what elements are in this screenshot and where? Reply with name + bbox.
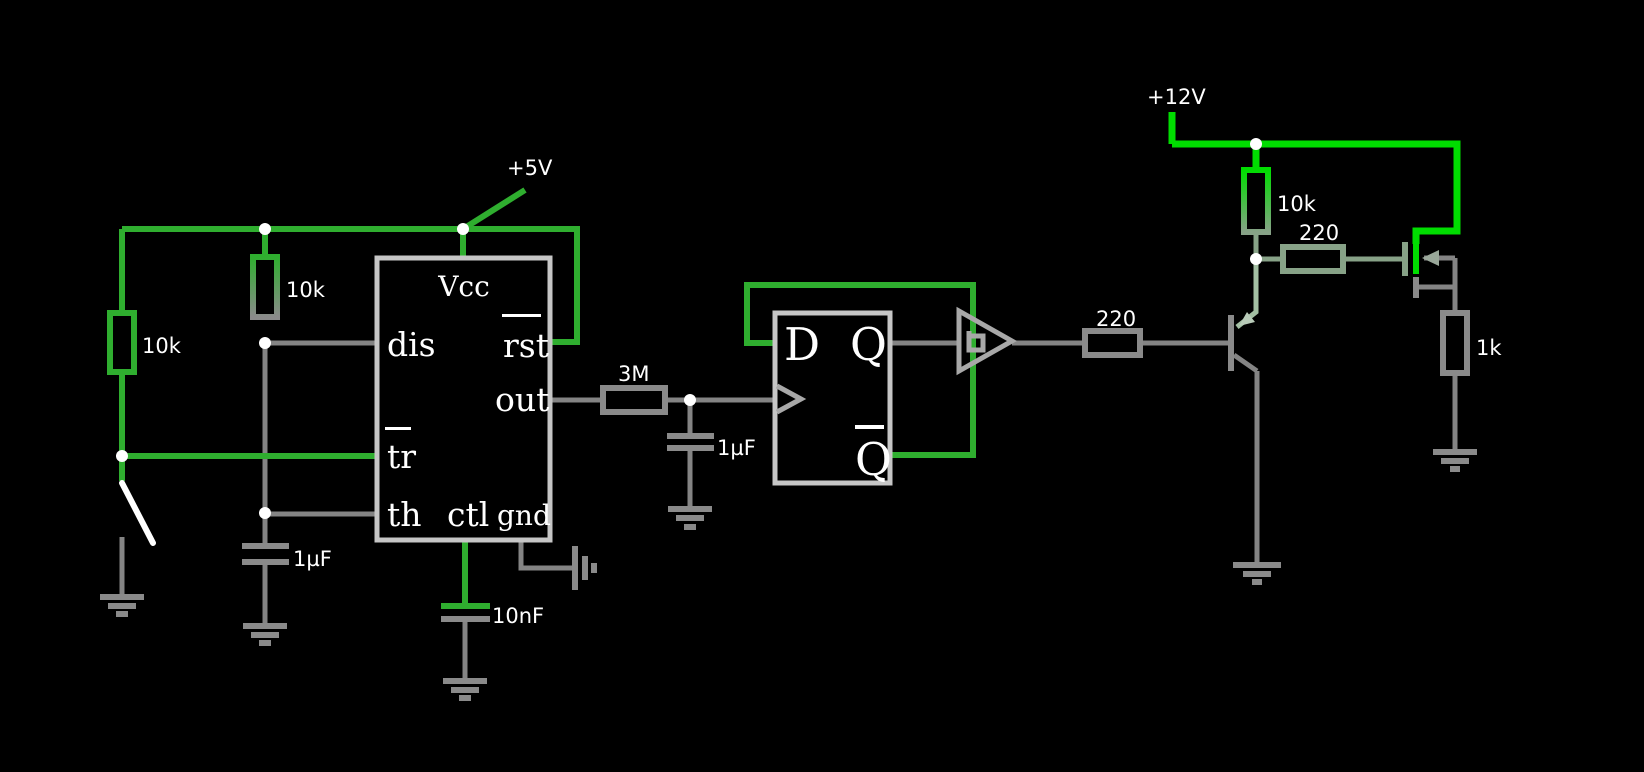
- junction-dot: [457, 223, 469, 235]
- resistor-r2[interactable]: [250, 254, 280, 320]
- pin-label-qbar: Q: [855, 433, 892, 486]
- wire-555-gnd[interactable]: [518, 540, 572, 571]
- wire-collector[interactable]: [1232, 352, 1260, 565]
- timer-555-chip[interactable]: Vcc dis rst out tr th ctl gnd: [374, 255, 553, 543]
- pin-label-q: Q: [850, 318, 887, 371]
- transistor-mosfet[interactable]: [1402, 242, 1439, 298]
- ground-1k[interactable]: [1433, 449, 1477, 472]
- resistor-r6[interactable]: [1280, 244, 1346, 274]
- d-flip-flop[interactable]: D Q Q: [772, 310, 893, 486]
- supply-5v-label: +5V: [507, 156, 553, 180]
- capacitor-c2[interactable]: [667, 433, 714, 451]
- resistor-r4-value: 220: [1096, 307, 1136, 331]
- ground-555-sideways[interactable]: [572, 546, 597, 590]
- resistor-r6-value: 220: [1299, 221, 1339, 245]
- switch-lever[interactable]: [119, 480, 156, 546]
- resistor-r1[interactable]: [107, 310, 137, 375]
- ground-c2[interactable]: [668, 506, 712, 530]
- resistor-r5-value: 10k: [1277, 192, 1317, 216]
- tristate-buffer[interactable]: [956, 306, 1018, 376]
- junction-dot: [116, 450, 128, 462]
- pin-label-rst: rst: [503, 326, 549, 365]
- junction-dot: [259, 223, 271, 235]
- pin-label-vcc: Vcc: [437, 270, 490, 303]
- wire-qbar-feedback[interactable]: [744, 282, 976, 458]
- mosfet-channel-drain: [1413, 277, 1419, 298]
- wire-12v-rail[interactable]: [1168, 112, 1461, 244]
- bjt-base-bar: [1228, 315, 1234, 371]
- supply-12v-label: +12V: [1147, 85, 1206, 109]
- capacitor-c1[interactable]: [242, 543, 289, 565]
- resistor-r1-value: 10k: [142, 334, 182, 358]
- junction-dot: [684, 394, 696, 406]
- capacitor-c3-value: 10nF: [492, 604, 544, 628]
- capacitor-c1-value: 1µF: [293, 547, 332, 571]
- capacitor-c2-value: 1µF: [717, 436, 756, 460]
- pin-label-tr: tr: [387, 437, 416, 476]
- clock-triangle-icon: [775, 383, 807, 415]
- mosfet-gate-bar: [1402, 242, 1408, 276]
- mosfet-arrow-icon: [1422, 250, 1439, 266]
- timer-555-body[interactable]: [374, 255, 553, 543]
- pin-label-th: th: [387, 495, 422, 534]
- junction-dot: [1250, 253, 1262, 265]
- pin-label-dis: dis: [387, 325, 436, 364]
- pin-label-out: out: [495, 380, 549, 419]
- capacitor-c3[interactable]: [441, 603, 490, 622]
- resistor-r7[interactable]: [1440, 310, 1470, 376]
- resistor-r2-value: 10k: [286, 278, 326, 302]
- transistor-bjt[interactable]: [1228, 312, 1255, 371]
- pin-label-d: D: [784, 318, 820, 371]
- wire-mosfet-drain[interactable]: [1419, 255, 1458, 313]
- flip-flop-body[interactable]: [772, 310, 893, 486]
- tr-overbar: [385, 427, 411, 430]
- junction-dot: [1250, 138, 1262, 150]
- pin-label-ctl: ctl: [447, 495, 489, 534]
- wire-5v-rail-and-rst[interactable]: [122, 226, 580, 345]
- ground-c1[interactable]: [243, 623, 287, 646]
- wire-5v-post[interactable]: [461, 187, 527, 232]
- junction-dot: [259, 337, 271, 349]
- bjt-emitter-arrow-icon: [1239, 312, 1255, 326]
- resistor-r5[interactable]: [1241, 167, 1271, 235]
- qbar-overbar: [855, 425, 884, 429]
- ground-c3[interactable]: [443, 678, 487, 701]
- tristate-triangle: [956, 306, 1018, 376]
- junction-dot: [259, 507, 271, 519]
- rst-overbar: [502, 314, 541, 317]
- resistor-r7-value: 1k: [1476, 336, 1502, 360]
- pin-label-gnd: gnd: [497, 499, 551, 532]
- ground-transistor[interactable]: [1233, 562, 1281, 585]
- ground-switch[interactable]: [100, 594, 144, 617]
- resistor-r4[interactable]: [1082, 328, 1143, 358]
- resistor-r3[interactable]: [600, 385, 668, 415]
- resistor-r3-value: 3M: [618, 362, 649, 386]
- mosfet-channel-source: [1413, 243, 1419, 274]
